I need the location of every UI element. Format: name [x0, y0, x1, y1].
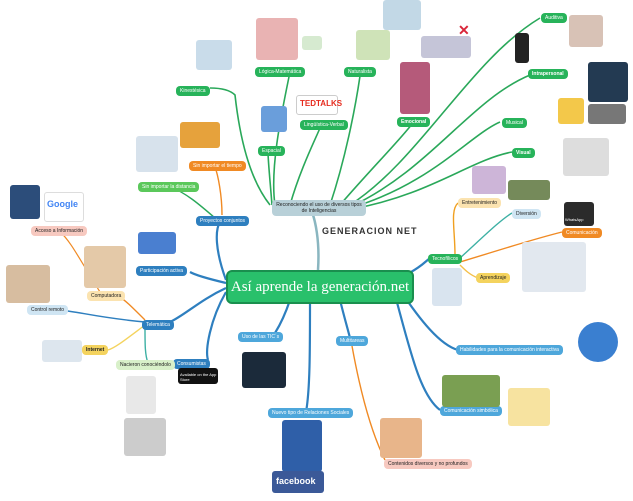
tedtalks-logo: TEDTALKS [296, 95, 342, 115]
whatsapp-text: WhatsApp [565, 217, 584, 222]
landscape-image [508, 180, 550, 200]
node-naturalista[interactable]: Naturalista [344, 67, 376, 77]
central-topic[interactable]: Así aprende la generación.net [226, 270, 414, 304]
phone-image [515, 33, 529, 63]
google-text: Google [47, 199, 78, 209]
node-nuevo-tipo[interactable]: Nuevo tipo de Relaciones Sociales [268, 408, 354, 418]
node-uso-tic[interactable]: Uso de las TIC´s [238, 332, 284, 342]
node-telematica[interactable]: Telemática [142, 320, 174, 330]
globe-network-image [578, 322, 618, 362]
emoji-grid-image [508, 388, 550, 426]
network-icons-image [136, 136, 178, 172]
node-linguistica-verbal[interactable]: Lingüística-Verbal [300, 120, 348, 130]
generacion-net-logo: GENERACION NET [322, 226, 418, 236]
app-store-badge[interactable]: Available on the App Store [178, 368, 218, 384]
faces-image [421, 36, 471, 58]
team-image [180, 122, 220, 148]
tic-screen-image [242, 352, 286, 388]
node-intrapersonal[interactable]: Intrapersonal [528, 69, 568, 79]
node-habilidades[interactable]: Habilidades para la comunicación interac… [456, 345, 563, 355]
girl-reading-image [383, 0, 421, 30]
facebook-text: facebook [276, 476, 316, 486]
tedtalks-text: TEDTALKS [300, 99, 343, 108]
app-store-text: Available on the App Store [180, 372, 217, 382]
nature-child-image [356, 30, 390, 60]
ear-image [569, 15, 603, 47]
kinestesica-image [196, 40, 232, 70]
node-kinestesica[interactable]: Kinestésica [176, 86, 210, 96]
node-control-remoto[interactable]: Control remoto [27, 305, 69, 315]
whatsapp-logo: WhatsApp [564, 202, 594, 226]
node-internet[interactable]: Internet [82, 345, 109, 355]
node-logica-matematica[interactable]: Lógica-Matemática [255, 67, 306, 77]
node-aprendizaje[interactable]: Aprendizaje [476, 273, 511, 283]
sketch-face-image [124, 418, 166, 456]
boy-laptop-image [84, 246, 126, 288]
app-icons-image [442, 375, 500, 407]
node-espacial[interactable]: Espacial [258, 146, 285, 156]
multitask-woman-image [380, 418, 422, 458]
node-nacieron[interactable]: Nacieron conociéndolo [116, 360, 175, 370]
node-acceso-info[interactable]: Acceso a Información [31, 226, 88, 236]
node-auditiva[interactable]: Auditiva [541, 13, 567, 23]
node-comunicacion[interactable]: Comunicación [562, 228, 602, 238]
kid-remote-image [6, 265, 50, 303]
headphones-image [558, 98, 584, 124]
node-sin-tiempo[interactable]: Sin importar el tiempo [189, 161, 246, 171]
games-image [472, 166, 506, 194]
keyboard-image [588, 104, 626, 124]
node-reconociendo[interactable]: Reconociendo el uso de diversos tipos de… [272, 200, 366, 216]
spatial-image [261, 106, 287, 132]
node-consumistas[interactable]: Consumistas [173, 359, 210, 369]
social-network-image [282, 420, 322, 472]
node-contenidos[interactable]: Contenidos diversos y no profundos [384, 459, 472, 469]
node-emocional[interactable]: Emocional [397, 117, 431, 127]
node-proyectos[interactable]: Proyectos conjuntos [196, 216, 250, 226]
classroom-image [522, 242, 586, 292]
node-sin-distancia[interactable]: Sin importar la distancia [138, 182, 200, 192]
node-comunicacion-simbolica[interactable]: Comunicación simbólica [440, 406, 502, 416]
social-icons-image [432, 268, 462, 306]
logic-chart-image [256, 18, 298, 60]
node-entretenimiento[interactable]: Entretenimiento [458, 198, 502, 208]
google-logo: Google [44, 192, 84, 222]
child-computer-image [10, 185, 40, 219]
node-visual[interactable]: Visual [512, 148, 535, 158]
node-diversion[interactable]: Diversión [512, 209, 541, 219]
facebook-logo[interactable]: facebook [272, 471, 324, 493]
node-tecnofilicos[interactable]: Tecnofílicos [428, 254, 463, 264]
node-computadora[interactable]: Computadora [87, 291, 126, 301]
internet-image [42, 340, 82, 362]
cross-mark-icon: ✕ [458, 22, 470, 38]
node-musical[interactable]: Musical [502, 118, 527, 128]
music-collage-image [588, 62, 628, 102]
net-book-image [126, 376, 156, 414]
math-bubbles-image [302, 36, 322, 50]
people-chain-image [138, 232, 176, 254]
eye-image [563, 138, 609, 176]
node-participacion[interactable]: Participación activa [136, 266, 188, 276]
node-multitareas[interactable]: Multitareas [336, 336, 369, 346]
emotion-poster-image [400, 62, 430, 114]
